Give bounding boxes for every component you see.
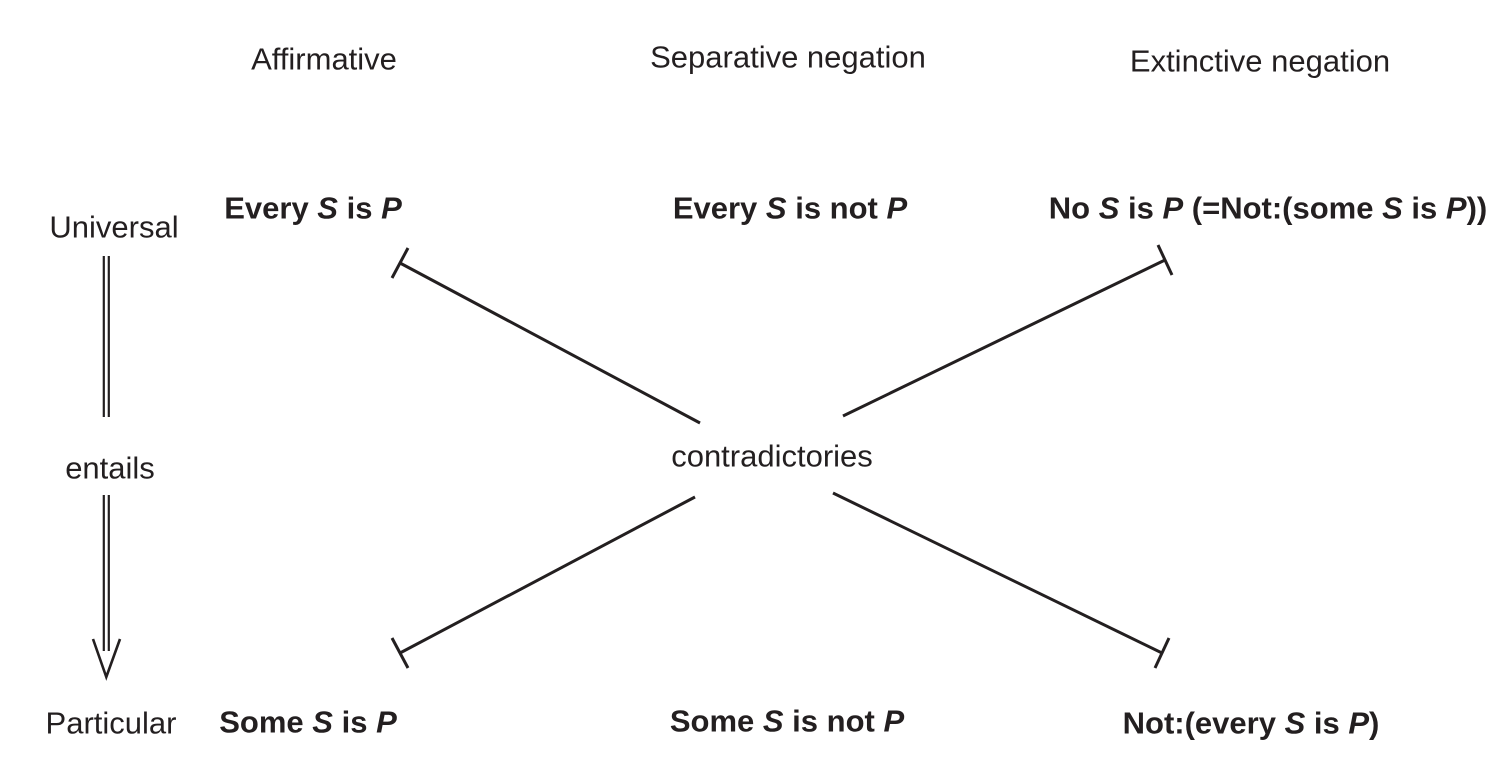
- contradictory-line-lower-right: [832, 491, 1171, 669]
- proposition-universal-separative-negation: Every S is not P: [672, 190, 908, 226]
- contradictory-line-upper-left: [390, 247, 701, 425]
- row-label-universal: Universal: [49, 209, 179, 245]
- column-header-separative-negation: Separative negation: [650, 39, 926, 75]
- row-label-particular: Particular: [45, 705, 177, 741]
- column-header-extinctive-negation: Extinctive negation: [1129, 43, 1391, 79]
- contradictories-lines: [390, 244, 1174, 669]
- column-header-affirmative: Affirmative: [251, 41, 397, 77]
- proposition-particular-extinctive-negation: Not:(every S is P): [1122, 705, 1380, 741]
- contradictories-label: contradictories: [671, 438, 873, 474]
- entails-label: entails: [65, 450, 155, 486]
- proposition-particular-separative-negation: Some S is not P: [669, 703, 905, 739]
- entails-arrow-icon: [91, 256, 122, 681]
- proposition-universal-affirmative: Every S is P: [224, 190, 402, 226]
- contradictory-line-lower-left: [390, 495, 696, 669]
- contradictory-line-upper-right: [842, 244, 1174, 418]
- proposition-particular-affirmative: Some S is P: [219, 704, 397, 740]
- proposition-universal-extinctive-negation: No S is P (=Not:(some S is P)): [1048, 190, 1488, 226]
